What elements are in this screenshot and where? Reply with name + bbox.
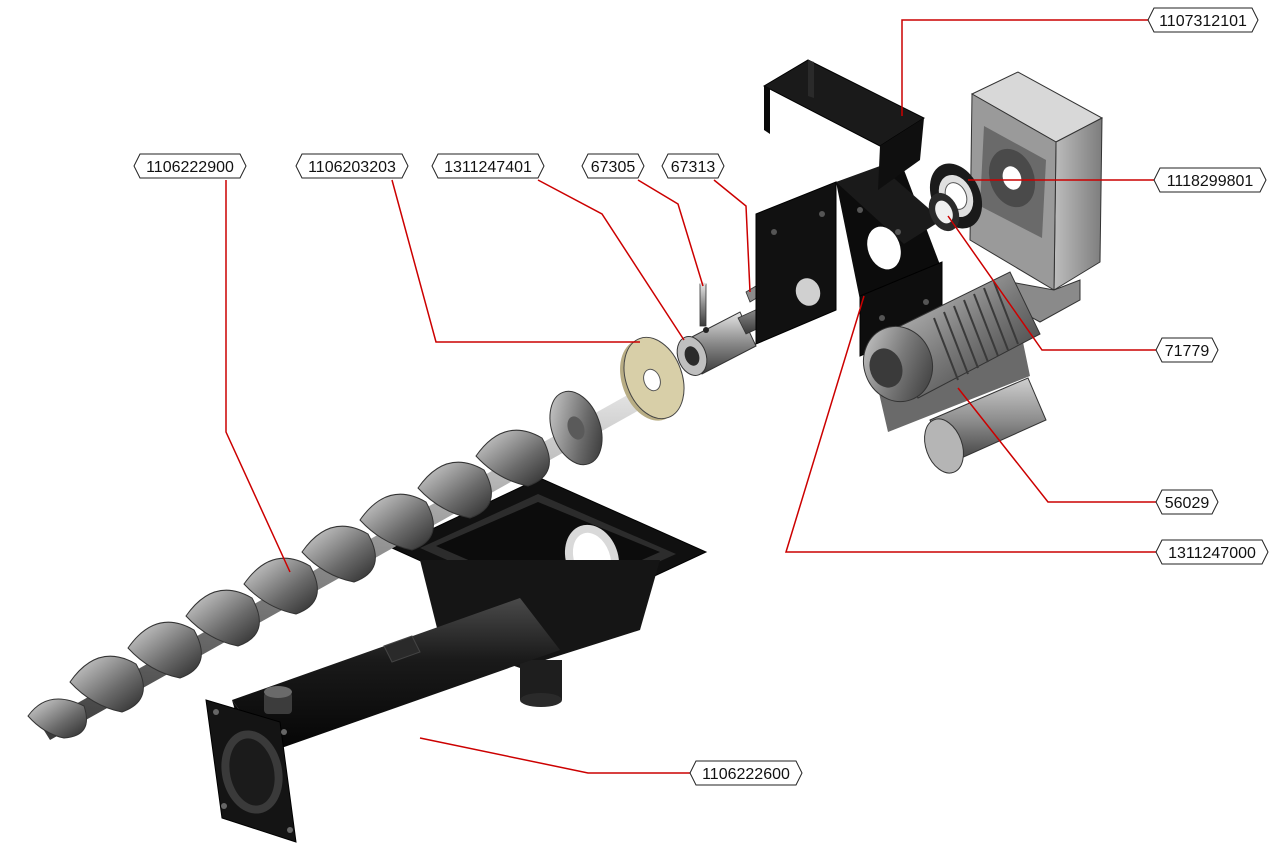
callout-label: 71779 [1165, 343, 1210, 360]
callout-1106222600: 1106222600 [689, 760, 803, 786]
motor-part [863, 271, 1047, 474]
callout-1106222900: 1106222900 [133, 153, 247, 179]
leader-67313 [713, 179, 751, 293]
motor-cooling-fins [933, 281, 1019, 381]
gearbox-part [969, 71, 1104, 323]
callout-1311247000: 1311247000 [1155, 539, 1269, 565]
callout-label: 56029 [1165, 495, 1210, 512]
pin-part [699, 282, 707, 327]
cover-bracket-part [762, 59, 926, 190]
auger-screw-part [27, 388, 650, 740]
leader-1311247401 [537, 179, 685, 341]
callout-label: 1106222600 [702, 766, 790, 783]
callout-label: 67313 [671, 159, 716, 176]
callout-1311247401: 1311247401 [431, 153, 545, 179]
coupling-sleeve-part [676, 311, 757, 376]
callout-label: 1106222900 [146, 159, 234, 176]
callout-label: 1106203203 [308, 159, 396, 176]
callout-label: 1311247401 [444, 159, 532, 176]
callout-1118299801: 1118299801 [1153, 167, 1267, 193]
callout-label: 1118299801 [1167, 173, 1254, 190]
leader-71779 [947, 215, 1156, 351]
leader-56029 [957, 387, 1156, 503]
leader-1106203203 [391, 179, 640, 343]
leader-67305 [637, 179, 704, 287]
callout-67313: 67313 [661, 153, 725, 179]
leader-1106222600 [419, 737, 690, 774]
callout-1106203203: 1106203203 [295, 153, 409, 179]
leader-lines [225, 19, 1156, 774]
callout-71779: 71779 [1155, 337, 1219, 363]
callout-1107312101: 1107312101 [1147, 7, 1259, 33]
callout-67305: 67305 [581, 153, 645, 179]
callout-label: 1107312101 [1159, 13, 1247, 30]
callout-label: 67305 [591, 159, 636, 176]
leader-1107312101 [901, 19, 1148, 116]
callout-56029: 56029 [1155, 489, 1219, 515]
callout-label: 1311247000 [1168, 545, 1256, 562]
auger-flights [27, 429, 550, 739]
leader-1106222900 [225, 180, 291, 573]
screw-housing-part [205, 477, 708, 843]
washer-part [620, 336, 685, 421]
leader-1311247000 [784, 295, 1156, 553]
